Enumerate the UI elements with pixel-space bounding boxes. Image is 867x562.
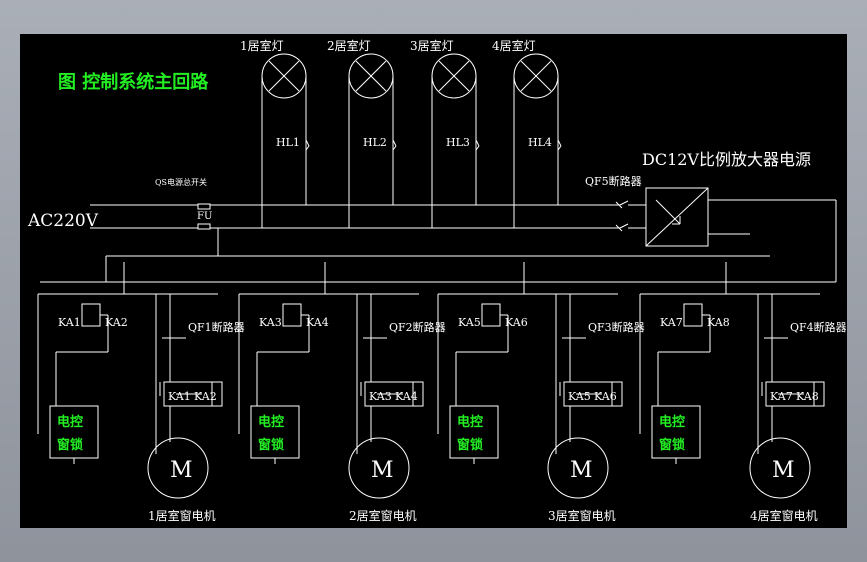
window-lock-label-1: 电控 [258,414,284,430]
ka-b-label: KA4 [306,316,329,329]
qf-label: QF2断路器 [389,320,446,334]
lamp-switch [392,139,397,147]
window-lock-label-2: 窗锁 [659,437,685,453]
motor-label: 3居室窗电机 [548,508,616,523]
ka-a-label: KA3 [259,316,282,329]
fuse-symbol [197,203,211,230]
fuse-label: FU [197,211,212,222]
ka-b-label: KA2 [105,316,128,329]
contact-box [765,381,825,407]
schematic-svg: 图 控制系统主回路 AC220V DC12V比例放大器电源 QS电源总开关 FU… [27,38,847,523]
lamp-label: 3居室灯 [410,38,454,53]
lamp-switch [557,145,562,151]
motor-label: 2居室窗电机 [349,508,417,523]
motor-label: 1居室窗电机 [148,508,216,523]
motor-icon [348,437,410,499]
lamp-switch [557,139,562,147]
motor-icon [547,437,609,499]
motor-icon [147,437,209,499]
lamp-4: 4居室灯 HL4 [492,38,562,228]
main-switch-label: QS电源总开关 [155,177,207,187]
ka-contact-a-label: KA3 [369,390,392,403]
ka-a-label: KA1 [58,316,81,329]
relay-coil [81,303,101,327]
dc-supply-label: DC12V比例放大器电源 [642,150,811,169]
qf5-contact [619,223,629,229]
ka-b-label: KA6 [505,316,528,329]
lamp-switch [305,145,310,151]
lamp-hl-label: HL3 [446,136,470,149]
qf5-contact [615,201,623,209]
wiring [40,199,837,283]
motor-symbol: M [772,458,795,483]
motor-symbol: M [570,458,593,483]
lamp-hl-label: HL4 [528,136,552,149]
lamp-cross [438,60,470,92]
ka-contact-b-label: KA8 [796,390,819,403]
qf5-contact [615,224,623,232]
lamp-label: 4居室灯 [492,38,536,53]
ka-contact-a-label: KA1 [168,390,191,403]
qf-label: QF1断路器 [188,320,245,334]
lamp-cross [268,60,300,92]
motor-symbol: M [170,458,193,483]
lamp-switch [305,139,310,147]
motor-label: 4居室窗电机 [750,508,818,523]
lamp-cross [355,60,387,92]
window-lock-label-2: 窗锁 [457,437,483,453]
lamp-cross [520,60,552,92]
qf5-contact [619,200,629,206]
relay-coil [481,303,501,327]
window-lock-label-2: 窗锁 [258,437,284,453]
amplifier-symbol [645,187,709,247]
ka-contact-a-label: KA5 [568,390,591,403]
lamp-hl-label: HL1 [276,136,300,149]
window-lock-label-1: 电控 [457,414,483,430]
lamp-switch [475,139,480,147]
ka-a-label: KA7 [660,316,683,329]
ka-b-label: KA8 [707,316,730,329]
relay-coil [683,303,703,327]
qf-label: QF3断路器 [588,320,645,334]
lamp-switch [475,145,480,151]
ka-contact-a-label: KA7 [770,390,793,403]
contact-box [563,381,623,407]
window-lock-label-2: 窗锁 [57,437,83,453]
qf-label: QF4断路器 [790,320,847,334]
contact-box [163,381,223,407]
qf5-label: QF5断路器 [585,174,642,188]
ka-contact-b-label: KA6 [594,390,617,403]
lamp-1: 1居室灯 HL1 [240,38,310,228]
drawing-canvas: 图 控制系统主回路 AC220V DC12V比例放大器电源 QS电源总开关 FU… [20,34,847,528]
ka-a-label: KA5 [458,316,481,329]
window-lock-label-1: 电控 [57,414,83,430]
lamp-hl-label: HL2 [363,136,387,149]
ka-contact-b-label: KA4 [395,390,418,403]
contact-box [364,381,424,407]
lamp-group: 1居室灯 HL1 2居室灯 HL2 3居室灯 HL3 4居室灯 HL4 [240,38,562,228]
supply-label: AC220V [27,211,99,231]
lamp-3: 3居室灯 HL3 [410,38,480,228]
relay-coil [282,303,302,327]
motor-icon [749,437,811,499]
lamp-label: 1居室灯 [240,38,284,53]
lamp-2: 2居室灯 HL2 [327,38,397,228]
lamp-label: 2居室灯 [327,38,371,53]
lamp-switch [392,145,397,151]
window-lock-label-1: 电控 [659,414,685,430]
motor-symbol: M [371,458,394,483]
diagram-title: 图 控制系统主回路 [58,71,209,93]
ka-contact-b-label: KA2 [194,390,217,403]
